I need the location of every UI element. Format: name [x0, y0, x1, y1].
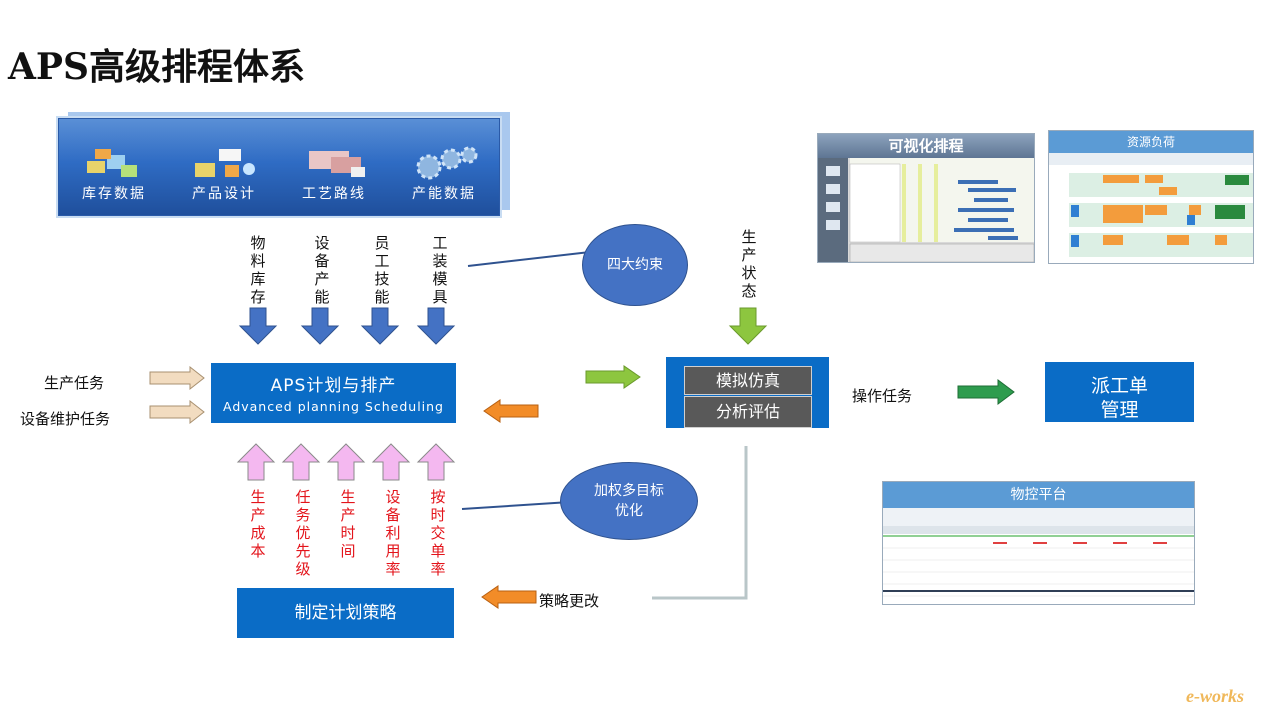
- up-arrow: [371, 443, 411, 481]
- constraint-tooling: 工装模具: [432, 234, 448, 306]
- objective-arrows: [236, 443, 456, 481]
- thumbnail-title: 物控平台: [883, 482, 1194, 508]
- weighted-objective-callout: 加权多目标优化: [560, 462, 698, 540]
- material-table-image: [883, 508, 1194, 597]
- aps-subtitle: Advanced planning Scheduling: [222, 399, 444, 414]
- strategy-change-arrow: [481, 585, 537, 609]
- thumbnail-title: 资源负荷: [1049, 131, 1253, 153]
- objective-utilization: 设备利用率: [385, 488, 401, 578]
- up-arrow: [236, 443, 276, 481]
- input-product-design: 产品设计: [169, 119, 279, 215]
- evaluation-label: 分析评估: [684, 396, 812, 428]
- material-control-thumbnail: 物控平台: [882, 481, 1195, 605]
- product-design-icon: [195, 149, 255, 177]
- input-label: 库存数据: [82, 186, 146, 202]
- aps-title: APS计划与排产: [270, 376, 397, 396]
- down-arrow: [360, 307, 400, 345]
- aps-to-sim-arrow: [585, 365, 641, 389]
- capacity-gears-icon: [416, 146, 478, 180]
- up-arrow: [326, 443, 366, 481]
- strategy-change-label: 策略更改: [539, 592, 600, 610]
- input-inventory: 库存数据: [59, 119, 169, 215]
- right-arrow: [149, 366, 205, 391]
- strategy-box: 制定计划策略: [237, 588, 454, 638]
- constraint-material-stock: 物料库存: [250, 234, 266, 306]
- right-arrow: [585, 365, 641, 389]
- constraint-staff-skill: 员工技能: [374, 234, 390, 306]
- eworks-watermark: e-works: [1186, 686, 1244, 706]
- thumbnail-title: 可视化排程: [818, 134, 1034, 158]
- down-arrow: [416, 307, 456, 345]
- sim-to-aps-arrow: [483, 399, 539, 423]
- simulation-box: 模拟仿真 分析评估: [666, 357, 829, 428]
- left-arrow: [481, 585, 537, 609]
- input-label: 产品设计: [192, 186, 256, 202]
- production-status-label: 生产状态: [741, 228, 757, 300]
- four-constraints-callout: 四大约束: [582, 224, 688, 306]
- input-capacity: 产能数据: [389, 119, 499, 215]
- down-arrow: [728, 307, 768, 345]
- down-arrow: [300, 307, 340, 345]
- objective-cost: 生产成本: [250, 488, 266, 560]
- input-process-route: 工艺路线: [279, 119, 389, 215]
- input-label: 产能数据: [412, 186, 476, 202]
- task-production: 生产任务: [44, 374, 105, 392]
- input-data-banner: 库存数据 产品设计 工艺路线 产能数据: [58, 118, 500, 216]
- up-arrow: [281, 443, 321, 481]
- constraint-equipment-capacity: 设备产能: [314, 234, 330, 306]
- dispatch-box: 派工单管理: [1045, 362, 1194, 422]
- process-route-icon: [309, 151, 365, 177]
- up-arrow: [416, 443, 456, 481]
- down-arrow: [238, 307, 278, 345]
- gantt-preview-image: [818, 158, 1034, 262]
- inventory-icon: [87, 149, 137, 177]
- objective-time: 生产时间: [340, 488, 356, 560]
- aps-planning-box: APS计划与排产 Advanced planning Scheduling: [211, 363, 456, 423]
- right-arrow: [957, 379, 1015, 405]
- operate-arrow: [957, 379, 1015, 405]
- constraint-arrows: [238, 307, 456, 345]
- right-arrow: [149, 399, 205, 425]
- operate-task-label: 操作任务: [852, 387, 913, 405]
- dispatch-label: 派工单管理: [1090, 375, 1148, 421]
- resource-load-thumbnail: 资源负荷: [1048, 130, 1254, 264]
- objective-priority: 任务优先级: [295, 488, 311, 578]
- status-arrow: [728, 307, 768, 345]
- visual-scheduling-thumbnail: 可视化排程: [817, 133, 1035, 263]
- task-arrows: [149, 366, 205, 425]
- resource-grid-image: [1049, 153, 1253, 263]
- page-title: APS高级排程体系: [8, 46, 306, 88]
- left-arrow: [483, 399, 539, 423]
- input-label: 工艺路线: [302, 186, 366, 202]
- task-maintenance: 设备维护任务: [20, 410, 111, 428]
- simulation-label: 模拟仿真: [684, 366, 812, 395]
- objective-ontime: 按时交单率: [430, 488, 446, 578]
